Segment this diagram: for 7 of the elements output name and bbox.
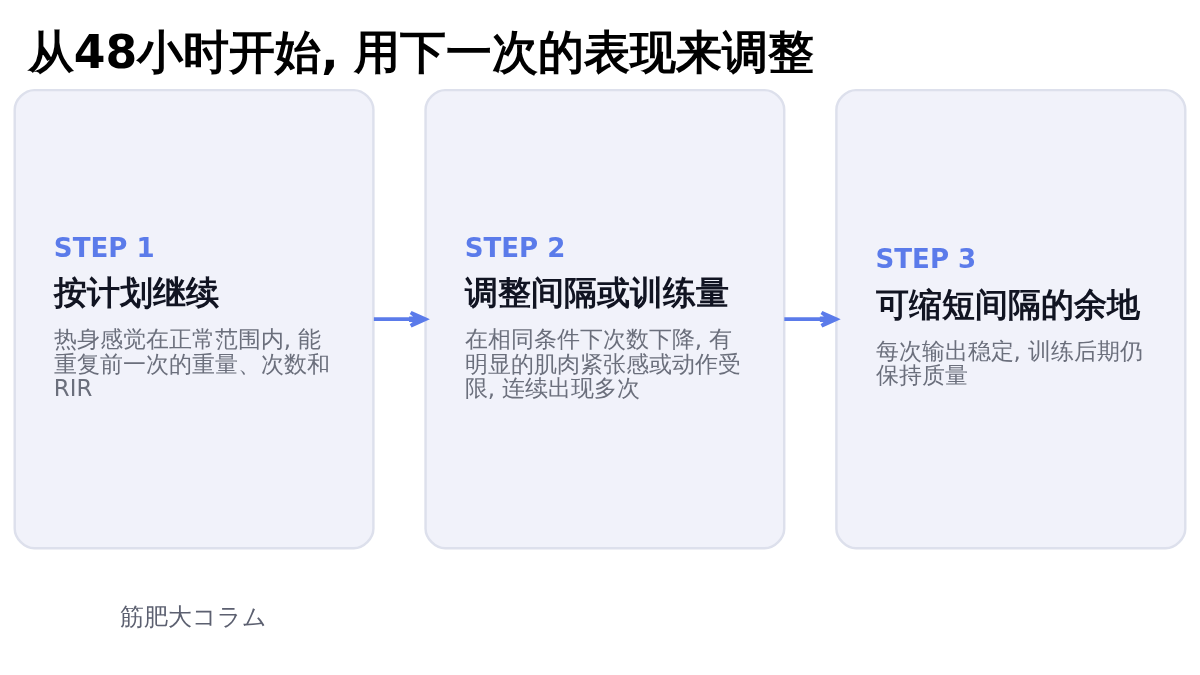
label: 筋肥大コラム (119, 601, 267, 631)
diagram-title: 从48小时开始, 用下一次的表现来调整 (27, 25, 815, 79)
node-box: STEP 1 按计划继续 热身感觉在正常范围内, 能重复前一次的重量、次数和RIR (13, 88, 375, 550)
arrow (373, 310, 428, 328)
arrow (784, 310, 839, 328)
node-box: STEP 2 调整间隔或训练量 在相同条件下次数下降, 有明显的肌肉紧张感或动作受限, 连续出现多次 (424, 88, 786, 550)
node-box: STEP 3 可缩短间隔的余地 每次输出稳定, 训练后期仍保持质量 (835, 88, 1187, 550)
